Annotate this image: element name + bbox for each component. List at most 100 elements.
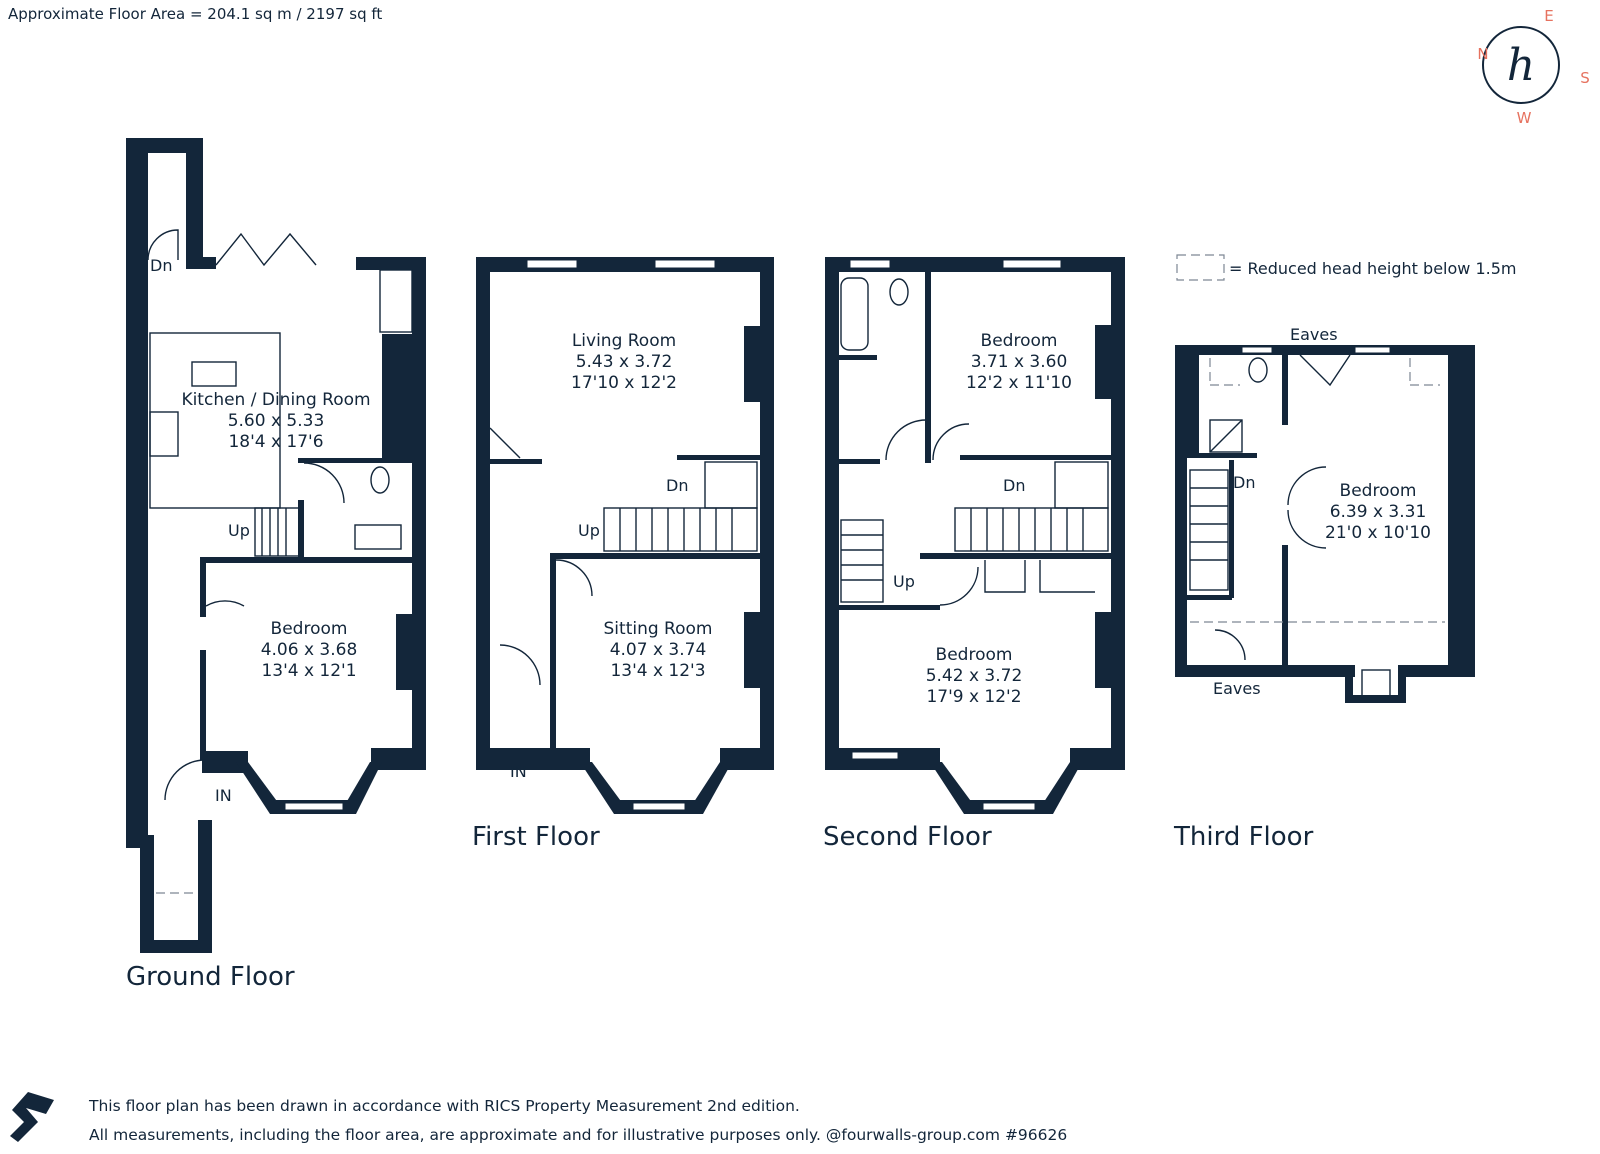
ground-passage-wall-left (140, 835, 154, 953)
fourwalls-logo (10, 1092, 54, 1142)
footer-line-2: All measurements, including the floor ar… (89, 1126, 1067, 1144)
living-room-name: Living Room (572, 331, 676, 351)
first-chimney-2 (744, 612, 762, 688)
compass-logo: h E N S W (1477, 7, 1589, 127)
second-bathtub (840, 277, 869, 351)
ground-chimney (382, 334, 414, 459)
second-front-wall-right (1070, 748, 1125, 770)
ground-passage-wall-right (198, 820, 212, 953)
second-front-window (851, 751, 899, 760)
first-in-label: IN (510, 762, 527, 781)
ground-bedroom-name: Bedroom (271, 619, 348, 639)
first-east-wall (760, 257, 774, 762)
footer-line-1: This floor plan has been drawn in accord… (88, 1097, 800, 1115)
second-rear-bedroom-metric: 3.71 x 3.60 (971, 352, 1068, 372)
ground-bedroom-west-wall (200, 557, 206, 617)
third-stair-east-wall (1229, 460, 1234, 598)
second-wardrobe (984, 560, 1026, 593)
compass-east: E (1544, 7, 1553, 25)
second-west-wall (825, 257, 839, 762)
ground-bedroom-imperial: 13'4 x 12'1 (261, 661, 356, 681)
legend: = Reduced head height below 1.5m (1176, 254, 1516, 281)
sitting-room-name: Sitting Room (604, 619, 713, 639)
first-rear-wall (476, 257, 774, 272)
ground-stairs (254, 507, 301, 557)
kitchen-hob (149, 411, 179, 457)
first-front-wall-right (720, 748, 774, 770)
ground-bay-window (284, 802, 344, 811)
second-east-wall (1111, 257, 1125, 762)
ground-bedroom-west-wall-2 (200, 650, 206, 760)
second-landing-south-wall (825, 605, 940, 610)
sitting-room-imperial: 13'4 x 12'3 (610, 661, 705, 681)
third-west-wall-thick (1187, 345, 1199, 455)
third-eaves-door (1214, 629, 1246, 661)
logo-letter: h (1507, 40, 1535, 91)
third-dn-label: Dn (1233, 473, 1255, 492)
kitchen-unit (379, 269, 413, 333)
ground-rear-wall-right (356, 257, 426, 270)
first-front-wall-left (476, 748, 590, 770)
compass-north: N (1477, 45, 1488, 63)
compass-south: S (1580, 69, 1590, 87)
second-bedroom-door (932, 423, 970, 461)
living-room-imperial: 17'10 x 12'2 (571, 373, 677, 393)
third-stair-south-wall (1187, 595, 1232, 600)
second-up-label: Up (893, 572, 915, 591)
legend-dashed-box (1176, 254, 1225, 281)
first-hall-door (499, 644, 541, 686)
first-sitting-door (555, 559, 593, 597)
floor-area-note: Approximate Floor Area = 204.1 sq m / 21… (8, 5, 382, 23)
ground-extension-wall (186, 138, 203, 266)
second-bath-south-wall (825, 459, 880, 464)
second-front-bedroom-imperial: 17'9 x 12'2 (926, 687, 1021, 707)
first-rear-window-2 (654, 259, 716, 269)
ground-bifold-doors (215, 232, 317, 267)
second-chimney-1 (1095, 325, 1113, 399)
third-rear-window-1 (1241, 346, 1273, 354)
second-rear-window-1 (849, 259, 891, 269)
first-floor-title: First Floor (472, 822, 600, 852)
ground-floor-title: Ground Floor (126, 962, 295, 992)
third-stairs (1189, 469, 1229, 591)
compass-ring (1482, 26, 1560, 104)
ground-wc-door (303, 462, 345, 504)
third-south-wall-left (1175, 665, 1355, 677)
first-west-wall (476, 257, 490, 762)
ground-north-wall (126, 138, 203, 153)
second-front-bedroom-north-wall (920, 553, 1125, 559)
third-floor-title: Third Floor (1173, 822, 1314, 852)
third-dormer-front (1345, 695, 1406, 703)
ground-east-wall (412, 257, 426, 762)
first-chimney-1 (744, 326, 762, 402)
second-front-bedroom-metric: 5.42 x 3.72 (926, 666, 1023, 686)
second-toilet (889, 278, 909, 306)
ground-bedroom-door (205, 600, 245, 607)
third-east-wall (1448, 345, 1475, 665)
ground-in-label: IN (215, 786, 232, 805)
third-south-wall-right (1398, 665, 1475, 677)
third-bedroom-door-2 (1287, 509, 1327, 549)
second-stairs (840, 461, 1109, 603)
third-bedroom-west-wall (1282, 355, 1288, 425)
third-eaves-hatch (1299, 354, 1351, 387)
third-shower-diag (1209, 419, 1243, 453)
ground-dn-label: Dn (150, 256, 172, 275)
second-bedroom-south-wall (960, 455, 1125, 460)
second-bay-window (982, 802, 1036, 811)
ground-passage-bottom (140, 940, 212, 953)
third-dormer-left (1345, 665, 1353, 703)
ground-up-label: Up (228, 521, 250, 540)
third-bedroom-door (1287, 466, 1327, 506)
second-bath-inner-wall (837, 355, 877, 360)
sitting-room-metric: 4.07 x 3.74 (610, 640, 707, 660)
third-toilet (1248, 357, 1268, 383)
third-eaves-top-label: Eaves (1290, 325, 1338, 344)
ground-west-wall (126, 138, 148, 848)
third-bedroom-metric: 6.39 x 3.31 (1330, 502, 1427, 522)
ground-chimney-2 (396, 614, 414, 690)
living-room-metric: 5.43 x 3.72 (576, 352, 673, 372)
ground-bedroom-metric: 4.06 x 3.68 (261, 640, 358, 660)
kitchen-metric: 5.60 x 5.33 (228, 411, 325, 431)
